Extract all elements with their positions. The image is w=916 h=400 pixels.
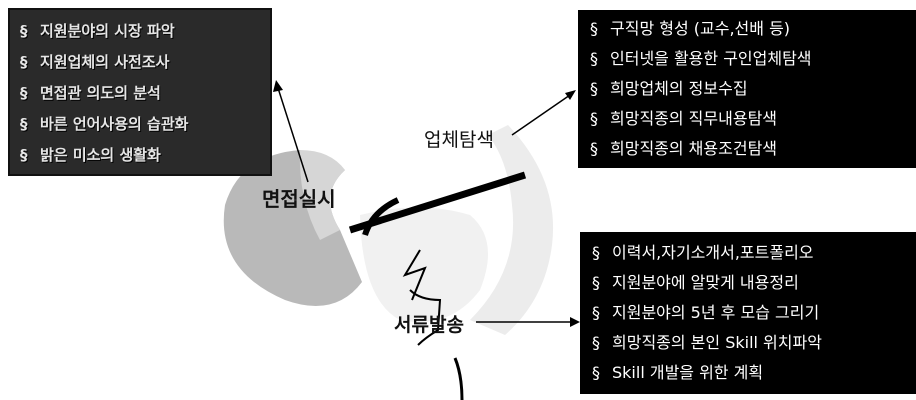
section-bullet: §: [20, 84, 28, 102]
interview-arc: [362, 197, 400, 236]
arrow-company: [511, 94, 571, 136]
documents-label: 서류발송: [394, 314, 464, 336]
section-bullet: §: [20, 53, 28, 71]
section-bullet: §: [592, 303, 600, 322]
section-bullet: §: [20, 115, 28, 133]
company-search-label: 업체탐색: [424, 129, 494, 151]
wheel-segment-center: [360, 207, 488, 322]
interview-box: §지원분야의 시장 파악 §지원업체의 사전조사 §면접관 의도의 분석 §바른…: [8, 8, 272, 176]
list-item: §밝은 미소의 생활화: [20, 140, 264, 171]
section-bullet: §: [20, 146, 28, 164]
list-item: §이력서,자기소개서,포트폴리오: [592, 238, 916, 268]
wheel-segment-documents: [470, 125, 554, 335]
list-item: §바른 언어사용의 습관화: [20, 109, 264, 140]
list-item: §면접관 의도의 분석: [20, 78, 264, 109]
arrow-interview: [277, 87, 309, 183]
section-bullet: §: [592, 243, 600, 262]
section-bullet: §: [590, 139, 598, 158]
list-item: §희망직종의 본인 Skill 위치파악: [592, 328, 916, 358]
company-bar: [348, 171, 527, 234]
company-search-box: §구직망 형성 (교수,선배 등) §인터넷을 활용한 구인업체탐색 §희망업체…: [578, 10, 916, 168]
section-bullet: §: [592, 273, 600, 292]
list-item: §희망직종의 채용조건탐색: [590, 134, 916, 164]
interview-label: 면접실시: [262, 187, 336, 211]
arrowhead-documents: [570, 317, 580, 327]
list-item: §구직망 형성 (교수,선배 등): [590, 14, 916, 44]
list-item: §희망직종의 직무내용탐색: [590, 104, 916, 134]
list-item: §지원분야에 알맞게 내용정리: [592, 268, 916, 298]
section-bullet: §: [590, 109, 598, 128]
list-item: §지원분야의 5년 후 모습 그리기: [592, 298, 916, 328]
documents-box: §이력서,자기소개서,포트폴리오 §지원분야에 알맞게 내용정리 §지원분야의 …: [580, 232, 916, 394]
list-item: §지원업체의 사전조사: [20, 47, 264, 78]
section-bullet: §: [592, 363, 600, 382]
section-bullet: §: [590, 19, 598, 38]
bottom-curve: [453, 357, 464, 400]
list-item: §인터넷을 활용한 구인업체탐색: [590, 44, 916, 74]
list-item: §희망업체의 정보수집: [590, 74, 916, 104]
zigzag-line: [402, 249, 427, 301]
arrowhead-interview: [273, 80, 283, 92]
section-bullet: §: [592, 333, 600, 352]
arrowhead-company: [565, 90, 576, 100]
docs-curve: [409, 289, 442, 346]
list-item: §Skill 개발을 위한 계획: [592, 358, 916, 388]
section-bullet: §: [590, 79, 598, 98]
section-bullet: §: [590, 49, 598, 68]
wheel-segment-highlight: [299, 150, 345, 240]
list-item: §지원분야의 시장 파악: [20, 16, 264, 47]
section-bullet: §: [20, 22, 28, 40]
